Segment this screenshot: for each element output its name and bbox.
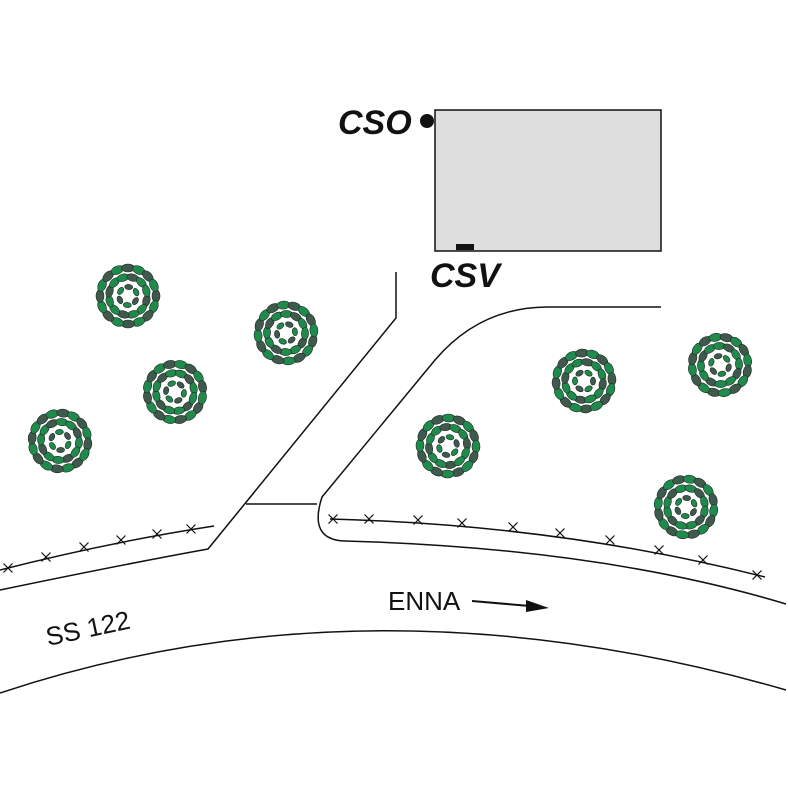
access-road-left-edge bbox=[0, 272, 397, 591]
cso-label: CSO bbox=[338, 104, 412, 142]
cso-marker bbox=[420, 114, 434, 128]
fence-cross-icon bbox=[41, 552, 51, 562]
fence-cross-icon bbox=[457, 518, 467, 528]
tree-icon bbox=[415, 413, 481, 479]
fence-cross-icon bbox=[698, 555, 708, 565]
fence-cross-icon bbox=[152, 529, 162, 539]
fence-cross-icon bbox=[116, 535, 126, 545]
fence-cross-icon bbox=[328, 514, 338, 524]
fence-cross-icon bbox=[3, 563, 13, 573]
csv-label: CSV bbox=[430, 257, 503, 295]
building bbox=[434, 109, 662, 252]
direction-label: ENNA bbox=[388, 586, 461, 616]
tree-icon bbox=[653, 474, 719, 540]
fence-cross-icon bbox=[654, 545, 664, 555]
fence-right bbox=[329, 518, 766, 578]
tree-icon bbox=[27, 408, 93, 474]
tree-icon bbox=[95, 263, 161, 329]
tree-icon bbox=[143, 360, 207, 424]
fence-cross-icon bbox=[555, 528, 565, 538]
tree-icon bbox=[253, 300, 319, 366]
arrow-right-icon bbox=[471, 600, 549, 612]
fence-marks bbox=[3, 514, 762, 580]
fence-left bbox=[0, 525, 215, 571]
access-road-right-edge bbox=[317, 306, 787, 605]
fence-cross-icon bbox=[186, 524, 196, 534]
fence-cross-icon bbox=[508, 522, 518, 532]
fence-cross-icon bbox=[364, 514, 374, 524]
tree-icon bbox=[551, 348, 617, 414]
fence-cross-icon bbox=[752, 570, 762, 580]
fence-cross-icon bbox=[79, 542, 89, 552]
road-label: SS 122 bbox=[43, 605, 133, 652]
main-road-far-edge bbox=[0, 630, 787, 694]
fence-cross-icon bbox=[605, 535, 615, 545]
trees bbox=[27, 263, 752, 540]
tree-icon bbox=[688, 333, 752, 397]
csv-marker bbox=[456, 244, 474, 250]
fence-cross-icon bbox=[413, 515, 423, 525]
